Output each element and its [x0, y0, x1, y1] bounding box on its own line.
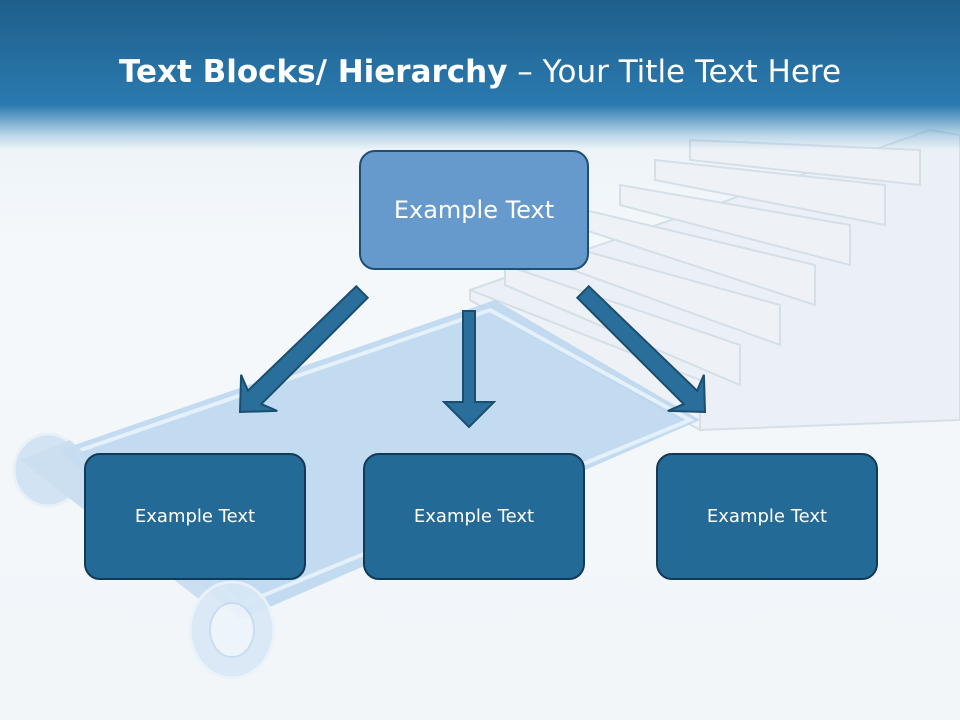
arrow-to-right-box [575, 284, 707, 414]
child-box-right: Example Text [656, 453, 878, 580]
arrow-to-center-box [441, 310, 497, 429]
child-box-right-label: Example Text [706, 506, 828, 527]
top-level-box-label: Example Text [393, 196, 555, 224]
child-box-center: Example Text [363, 453, 585, 580]
child-box-center-label: Example Text [413, 506, 535, 527]
top-level-box: Example Text [359, 150, 589, 270]
title-banner [0, 0, 960, 150]
slide-title: Text Blocks/ Hierarchy – Your Title Text… [0, 54, 960, 90]
child-box-left: Example Text [84, 453, 306, 580]
arrow-to-left-box [238, 284, 370, 414]
slide-title-rest: – Your Title Text Here [507, 54, 842, 90]
slide-title-bold: Text Blocks/ Hierarchy [118, 54, 508, 90]
child-box-left-label: Example Text [134, 506, 256, 527]
